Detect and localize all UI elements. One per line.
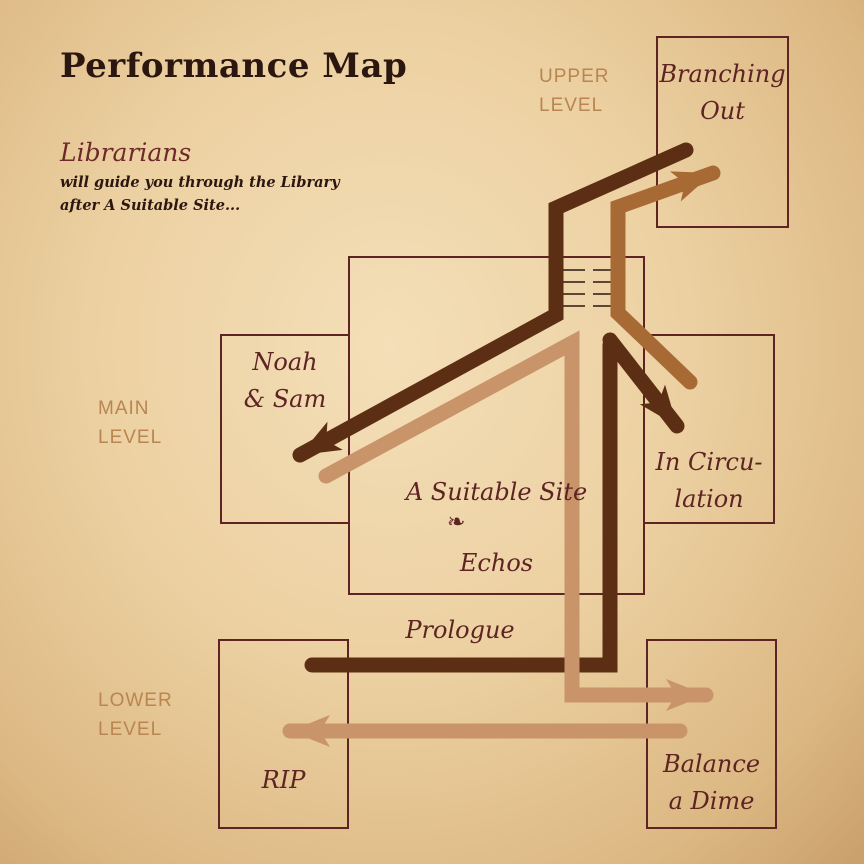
- room-noah-sam-label: Noah& Sam: [243, 348, 327, 413]
- dark-path-stairs-to-in-circulation: [602, 332, 685, 434]
- dark-path-to-noah-sam: [292, 142, 694, 463]
- room-in-circulation-box: [643, 334, 775, 524]
- room-branching-out-box: [656, 36, 789, 228]
- room-suitable-site-label: A Suitable Site: [405, 478, 588, 506]
- fleuron-ornament: ❧: [447, 510, 466, 535]
- room-echos-label: Echos: [459, 549, 534, 577]
- prologue-label: Prologue: [405, 616, 515, 644]
- room-rip-label: RIP: [261, 766, 306, 794]
- librarians-heading: Librarians: [60, 138, 192, 167]
- room-in-circulation-label: In Circu-lation: [655, 448, 763, 513]
- light-path-noah-sam-to-balance-dime: [318, 330, 714, 711]
- stairs-icon: [563, 269, 615, 307]
- librarians-note-line-1: will guide you through the Library: [60, 174, 340, 191]
- dark-path-prologue: [304, 337, 618, 673]
- librarians-note-line-2: after A Suitable Site...: [60, 197, 241, 214]
- map-title: Performance Map: [60, 46, 408, 86]
- medium-path-to-branching-out: [610, 165, 721, 390]
- room-suitable-site-box: [348, 256, 645, 595]
